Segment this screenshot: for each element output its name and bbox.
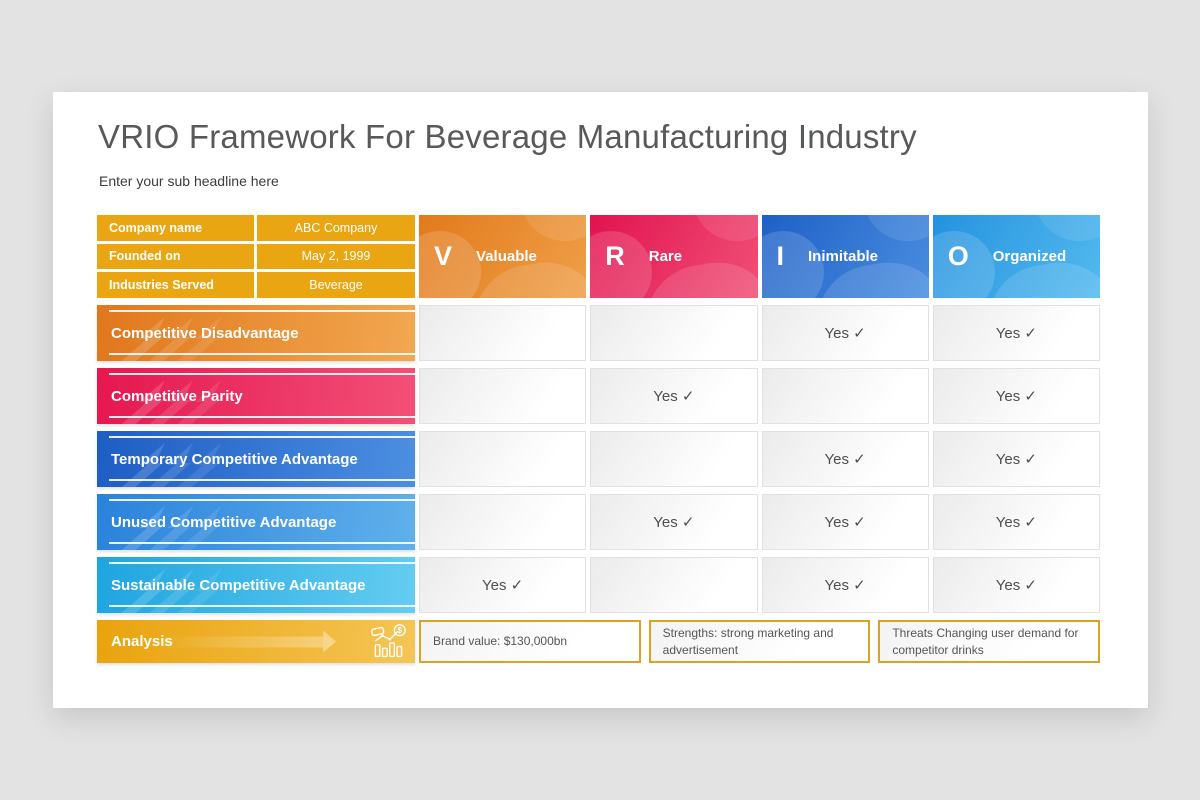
row-label-competitive-parity: Competitive Parity	[97, 368, 415, 424]
analysis-row-label: Analysis $	[97, 620, 415, 663]
matrix-cell: Yes ✓	[932, 305, 1100, 361]
company-info-label: Company name	[97, 215, 254, 241]
column-label: Inimitable	[808, 248, 879, 265]
row-label-text: Competitive Disadvantage	[111, 324, 299, 342]
bar-line	[109, 436, 415, 438]
matrix-cell: Yes ✓	[761, 494, 929, 550]
lightning-icon	[121, 317, 221, 361]
page-title: VRIO Framework For Beverage Manufacturin…	[98, 118, 917, 155]
row-label-unused-competitive-advantage: Unused Competitive Advantage	[97, 494, 415, 550]
matrix-cell: Yes ✓	[932, 431, 1100, 487]
bar-line	[109, 479, 415, 481]
wave-decoration	[690, 215, 758, 247]
wave-decoration	[518, 215, 587, 247]
row-label-text: Competitive Parity	[111, 387, 243, 405]
matrix-cell: Yes ✓	[761, 305, 929, 361]
row-label-sustainable-competitive-advantage: Sustainable Competitive Advantage	[97, 557, 415, 613]
matrix-cell: Yes ✓	[932, 557, 1100, 613]
analysis-note-strengths: Strengths: strong marketing and advertis…	[648, 620, 871, 663]
analysis-notes: Brand value: $130,000bn Strengths: stron…	[419, 620, 1101, 663]
analysis-note-threats: Threats Changing user demand for competi…	[878, 620, 1101, 663]
lightning-icon	[121, 569, 221, 613]
wave-decoration	[1032, 215, 1100, 247]
matrix-cell: Yes ✓	[761, 557, 929, 613]
matrix-cell: Yes ✓	[419, 557, 587, 613]
matrix-cell	[590, 557, 758, 613]
matrix-cell: Yes ✓	[932, 494, 1100, 550]
arrow-right-icon	[155, 636, 323, 647]
lightning-icon	[121, 506, 221, 550]
column-header-inimitable: I Inimitable	[761, 215, 929, 298]
lightning-icon	[121, 380, 221, 424]
column-letter: R	[605, 241, 625, 271]
company-info-label: Industries Served	[97, 272, 254, 298]
bar-line	[109, 542, 415, 544]
column-header-valuable: V Valuable	[419, 215, 587, 298]
column-label: Valuable	[476, 248, 537, 265]
column-letter: V	[434, 241, 453, 271]
vrio-matrix: Company name ABC Company Founded on May …	[97, 215, 1101, 663]
analytics-chart-dollar-icon: $	[371, 623, 406, 657]
bar-line	[109, 416, 415, 418]
matrix-cell: Yes ✓	[590, 368, 758, 424]
row-label-temporary-competitive-advantage: Temporary Competitive Advantage	[97, 431, 415, 487]
matrix-cell: Yes ✓	[590, 494, 758, 550]
company-info-table: Company name ABC Company Founded on May …	[97, 215, 415, 298]
matrix-cell	[419, 494, 587, 550]
analysis-label-text: Analysis	[111, 633, 173, 650]
slide-card: VRIO Framework For Beverage Manufacturin…	[53, 92, 1148, 708]
column-header-rare: R Rare	[590, 215, 758, 298]
bar-line	[109, 310, 415, 312]
column-label: Rare	[648, 248, 683, 265]
row-label-text: Sustainable Competitive Advantage	[111, 576, 366, 594]
matrix-cell	[590, 431, 758, 487]
matrix-cell	[419, 368, 587, 424]
page-subtitle: Enter your sub headline here	[99, 173, 279, 189]
column-letter: O	[947, 241, 969, 271]
column-letter: I	[776, 241, 785, 271]
bar-line	[109, 499, 415, 501]
matrix-cell	[419, 431, 587, 487]
column-label: Organized	[992, 248, 1067, 265]
bar-line	[109, 562, 415, 564]
matrix-cell	[590, 305, 758, 361]
company-info-label: Founded on	[97, 243, 254, 270]
column-header-organized: O Organized	[932, 215, 1100, 298]
company-info-value: ABC Company	[257, 215, 415, 241]
svg-text:$: $	[397, 625, 402, 634]
matrix-cell	[419, 305, 587, 361]
bar-line	[109, 373, 415, 375]
matrix-cell	[761, 368, 929, 424]
company-info-value: May 2, 1999	[257, 243, 415, 270]
company-info-value: Beverage	[257, 272, 415, 298]
bar-line	[109, 605, 415, 607]
lightning-icon	[121, 443, 221, 487]
matrix-cell: Yes ✓	[761, 431, 929, 487]
analysis-note-brand-value: Brand value: $130,000bn	[419, 620, 641, 663]
row-label-text: Temporary Competitive Advantage	[111, 450, 358, 468]
row-label-text: Unused Competitive Advantage	[111, 513, 337, 531]
bar-line	[109, 353, 415, 355]
wave-decoration	[861, 215, 929, 247]
row-label-competitive-disadvantage: Competitive Disadvantage	[97, 305, 415, 361]
matrix-cell: Yes ✓	[932, 368, 1100, 424]
